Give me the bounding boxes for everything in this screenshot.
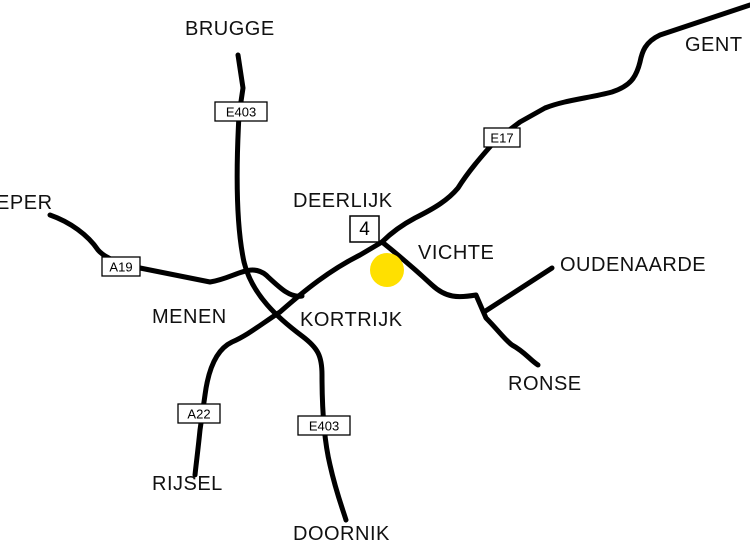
shield-a22: A22	[177, 403, 221, 424]
road-a19	[47, 212, 305, 299]
road-oudenaarde	[481, 265, 555, 315]
city-doornik: DOORNIK	[293, 523, 390, 542]
exit-number-badge: 4	[349, 215, 380, 243]
city-menen: MENEN	[152, 306, 227, 328]
svg-text:E403: E403	[309, 419, 339, 434]
shield-e403-north: E403	[214, 101, 268, 122]
road-e17-e403-to-rijsel	[192, 2, 750, 478]
svg-text:A22: A22	[187, 407, 210, 422]
city-ronse: RONSE	[508, 373, 582, 395]
svg-text:4: 4	[359, 219, 370, 240]
shield-e17: E17	[483, 127, 521, 148]
road-n36-vichte	[379, 239, 541, 368]
city-vichte: VICHTE	[418, 242, 494, 264]
svg-text:A19: A19	[109, 260, 132, 275]
shield-a19: A19	[101, 256, 141, 277]
city-ieper: IEPER	[0, 192, 53, 214]
city-gent: GENT	[685, 34, 743, 56]
road-e403	[234, 52, 349, 523]
city-kortrijk: KORTRIJK	[300, 309, 403, 331]
city-oudenaarde: OUDENAARDE	[560, 254, 706, 276]
shield-e403-south: E403	[297, 415, 351, 436]
city-brugge: BRUGGE	[185, 18, 275, 40]
svg-text:E17: E17	[490, 131, 513, 146]
city-deerlijk: DEERLIJK	[293, 190, 393, 212]
svg-text:E403: E403	[226, 105, 256, 120]
location-marker	[370, 253, 404, 287]
city-rijsel: RIJSEL	[152, 473, 223, 495]
